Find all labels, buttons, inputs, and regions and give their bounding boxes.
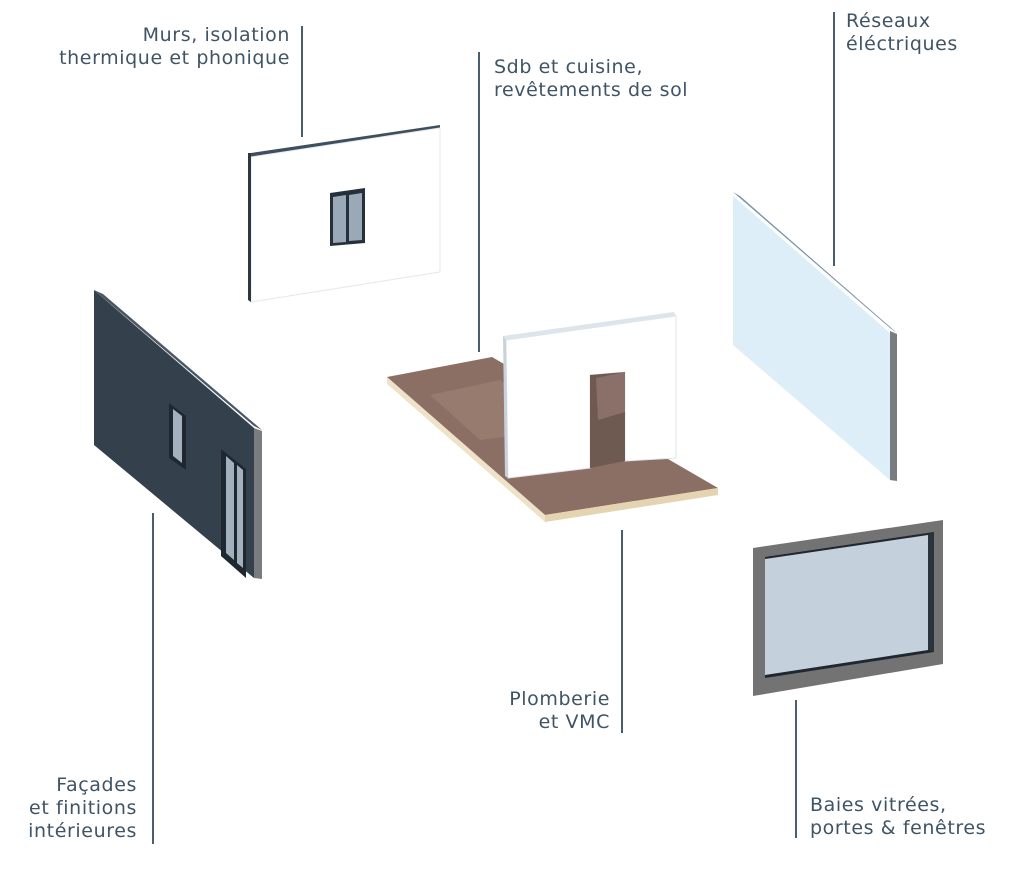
label-murs-line2: thermique et phonique	[59, 47, 290, 69]
label-murs-line1: Murs, isolation	[142, 24, 290, 46]
label-facades-line1: Façades	[56, 774, 137, 796]
label-plomberie-line1: Plomberie	[509, 688, 610, 710]
electrical-glass-panel	[733, 192, 897, 481]
label-reseaux: Réseaux éléctriques	[846, 10, 1016, 56]
floor-slab-module	[387, 312, 718, 522]
label-plomberie: Plomberie et VMC	[460, 688, 610, 734]
leader-lines	[152, 12, 835, 844]
label-baies: Baies vitrées, portes & fenêtres	[810, 794, 1020, 840]
label-plomberie-line2: et VMC	[538, 711, 610, 733]
label-baies-line2: portes & fenêtres	[810, 817, 987, 839]
label-sdb-line1: Sdb et cuisine,	[494, 56, 644, 78]
interior-wall-panel	[248, 125, 441, 303]
label-reseaux-line2: éléctriques	[846, 33, 958, 55]
label-murs: Murs, isolation thermique et phonique	[0, 24, 290, 70]
label-sdb: Sdb et cuisine, revêtements de sol	[494, 56, 754, 102]
label-sdb-line2: revêtements de sol	[494, 79, 689, 101]
window-frame-unit	[753, 520, 943, 696]
label-facades-line3: intérieures	[28, 820, 137, 842]
label-facades: Façades et finitions intérieures	[0, 774, 137, 843]
label-reseaux-line1: Réseaux	[846, 10, 931, 32]
label-baies-line1: Baies vitrées,	[810, 794, 947, 816]
facade-panel	[94, 290, 262, 579]
label-facades-line2: et finitions	[29, 797, 137, 819]
